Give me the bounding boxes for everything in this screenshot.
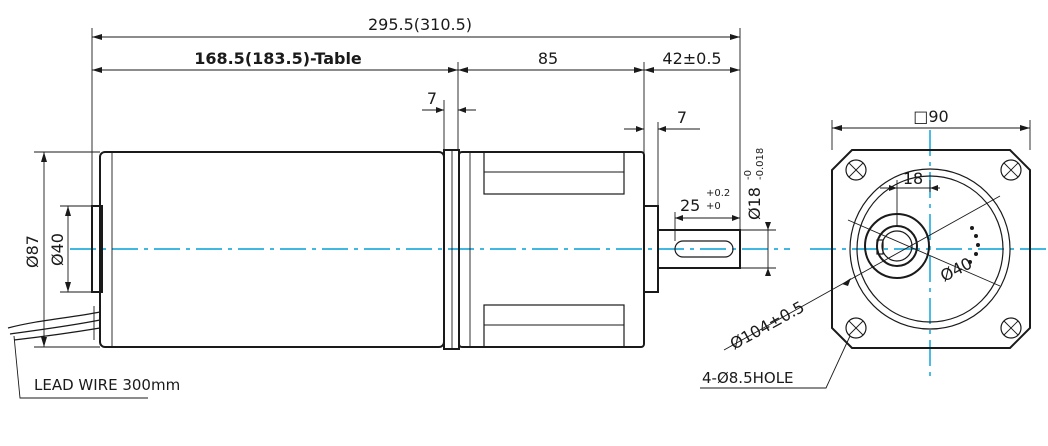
body-length-text: 168.5(183.5)-Table xyxy=(194,49,362,68)
lead-wire-label: LEAD WIRE 300mm xyxy=(34,376,180,394)
flange-size-text: □90 xyxy=(913,107,948,126)
nameplate-marking xyxy=(968,226,980,264)
side-view xyxy=(7,149,741,350)
flange-thickness-text: 7 xyxy=(427,89,437,108)
shaft-dia-text: Ø18 xyxy=(745,187,764,220)
dim-texts-top: 295.5(310.5) 168.5(183.5)-Table 85 42±0.… xyxy=(194,15,730,215)
key-tol-lower: +0 xyxy=(706,201,721,212)
pilot-dia-text: Ø40 xyxy=(48,233,67,266)
lead-wire-callout: LEAD WIRE 300mm xyxy=(13,335,180,399)
flange-square xyxy=(831,149,1031,349)
overall-length-text: 295.5(310.5) xyxy=(368,15,472,34)
centerlines xyxy=(70,130,1046,378)
front-view: □90 18 Ø104±0.5 Ø40 4-Ø8.5HOLE xyxy=(700,107,1031,389)
shaft-tol-upper: -0 xyxy=(743,170,754,180)
shaft-length-text: 42±0.5 xyxy=(662,49,721,68)
pcd-text: Ø104±0.5 xyxy=(727,297,808,353)
boss-dia-text: Ø40 xyxy=(937,254,975,286)
motor-dia-text: Ø87 xyxy=(23,235,42,268)
lead-wire xyxy=(7,311,101,329)
key-width-text: 18 xyxy=(903,169,923,188)
top-dimensions xyxy=(91,28,741,241)
key-length-text: 25 xyxy=(680,196,700,215)
key-tol-upper: +0.2 xyxy=(706,188,730,199)
gear-length-text: 85 xyxy=(538,49,558,68)
holes-text: 4-Ø8.5HOLE xyxy=(702,369,794,387)
left-dimensions: Ø87 Ø40 xyxy=(23,151,100,348)
rear-cap xyxy=(91,205,103,293)
shaft-diameter-dim: Ø18 -0 -0.018 xyxy=(740,148,776,276)
flange-circle xyxy=(849,168,1011,330)
shaft-tol-lower: -0.018 xyxy=(755,148,766,180)
pilot-length-text: 7 xyxy=(677,108,687,127)
mounting-holes xyxy=(845,159,1022,339)
